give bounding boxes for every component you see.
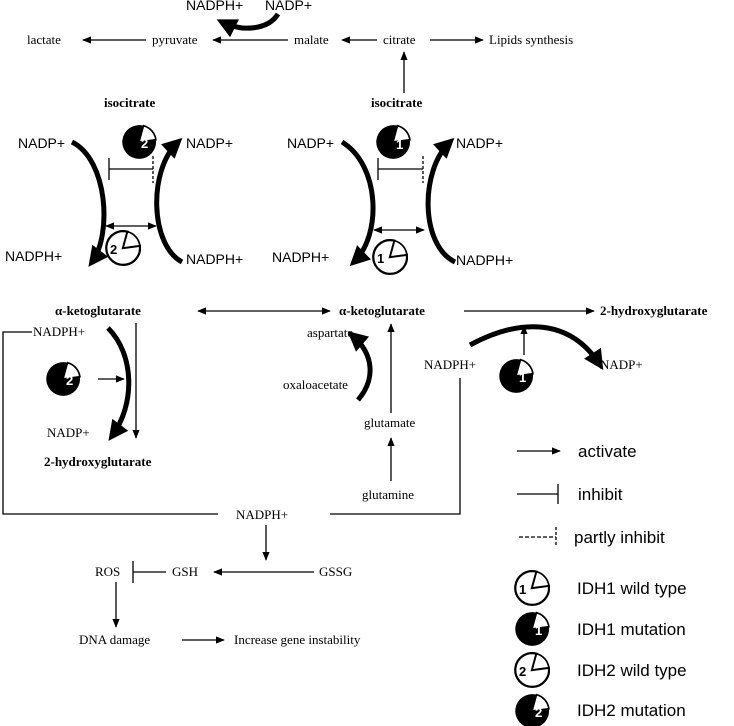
glutamine-label: glutamine: [362, 487, 414, 502]
akg-center-label: α-ketoglutarate: [339, 303, 425, 318]
right-reverse-curve: [425, 137, 457, 265]
left-mut-number: 2: [141, 136, 148, 151]
mid-left-cofactor-curve: [106, 326, 132, 441]
legend-idh2-mut-icon: [514, 693, 550, 726]
mid-mut2-number: 2: [66, 373, 73, 388]
idh2-mutation-icon: [121, 124, 157, 160]
legend: activate inhibit partly inhibit 1 IDH1 w…: [514, 442, 687, 726]
right-nadp-right-label: NADP+: [456, 135, 503, 151]
citrate-label: citrate: [383, 32, 416, 47]
bottom-nadph-label: NADPH+: [236, 507, 288, 522]
instability-label: Increase gene instability: [234, 632, 361, 647]
right-nadph-link-line: [330, 378, 461, 515]
left-nadp-right-label: NADP+: [186, 135, 233, 151]
oxaloacetate-label: oxaloacetate: [283, 377, 348, 392]
legend-num-2b: 2: [535, 705, 542, 720]
dna-damage-label: DNA damage: [79, 632, 150, 647]
top-nadp-label: NADP+: [265, 0, 312, 13]
mid-right-cofactor-curve: [468, 324, 604, 371]
left-wt-number: 2: [110, 242, 117, 257]
lactate-label: lactate: [27, 32, 61, 47]
left-nadph-link-line: [2, 331, 218, 515]
hg-right-label: 2-hydroxyglutarate: [600, 303, 708, 318]
malate-label: malate: [294, 32, 329, 47]
top-cofactor-arrow: [216, 12, 281, 38]
legend-inhibit-label: inhibit: [578, 485, 623, 504]
idh1-mutation-mid-icon: [498, 358, 534, 394]
legend-idh2-wt-label: IDH2 wild type: [577, 661, 687, 680]
right-isocitrate-label: isocitrate: [371, 95, 422, 110]
legend-partly-inhibit-label: partly inhibit: [574, 528, 665, 547]
right-mut-number: 1: [396, 137, 403, 152]
idh2-mutation-mid-icon: [45, 361, 81, 397]
legend-idh1-wt-label: IDH1 wild type: [577, 579, 687, 598]
gssg-label: GSSG: [319, 564, 352, 579]
mid-nadph-left-label: NADPH+: [33, 324, 85, 339]
hg-left-label: 2-hydroxyglutarate: [44, 454, 152, 469]
right-nadph-left-label: NADPH+: [272, 249, 329, 265]
mid-nadp-right-label: NADP+: [600, 357, 643, 372]
akg-left-label: α-ketoglutarate: [55, 303, 141, 318]
glutamate-label: glutamate: [364, 415, 415, 430]
lipids-label: Lipids synthesis: [489, 32, 573, 47]
right-nadp-left-label: NADP+: [287, 135, 334, 151]
legend-num-1b: 1: [535, 623, 542, 638]
ros-label: ROS: [95, 564, 120, 579]
aspartate-label: aspartate: [307, 325, 353, 340]
mid-nadp-left-label: NADP+: [47, 425, 90, 440]
gsh-label: GSH: [172, 564, 198, 579]
left-nadph-left-label: NADPH+: [5, 248, 62, 264]
pyruvate-label: pyruvate: [152, 32, 198, 47]
mid-mut1-number: 1: [519, 370, 526, 385]
mid-nadph-right-label: NADPH+: [424, 357, 476, 372]
left-reverse-curve: [154, 137, 184, 265]
left-nadph-right-label: NADPH+: [186, 251, 243, 267]
legend-activate-label: activate: [578, 442, 637, 461]
left-forward-curve: [70, 139, 109, 267]
left-nadp-left-label: NADP+: [18, 135, 65, 151]
legend-idh1-mut-label: IDH1 mutation: [577, 620, 686, 639]
legend-idh2-mut-label: IDH2 mutation: [577, 701, 686, 720]
oaa-to-aspartate-curve: [347, 331, 373, 402]
legend-num-2a: 2: [519, 664, 526, 679]
right-forward-curve: [340, 139, 376, 267]
legend-idh1-mut-icon: [514, 611, 550, 647]
left-isocitrate-label: isocitrate: [104, 95, 155, 110]
right-nadph-right-label: NADPH+: [456, 252, 513, 268]
right-wt-number: 1: [377, 251, 384, 266]
legend-num-1a: 1: [519, 582, 526, 597]
idh1-mutation-icon: [375, 124, 411, 160]
top-nadph-label: NADPH+: [186, 0, 243, 13]
